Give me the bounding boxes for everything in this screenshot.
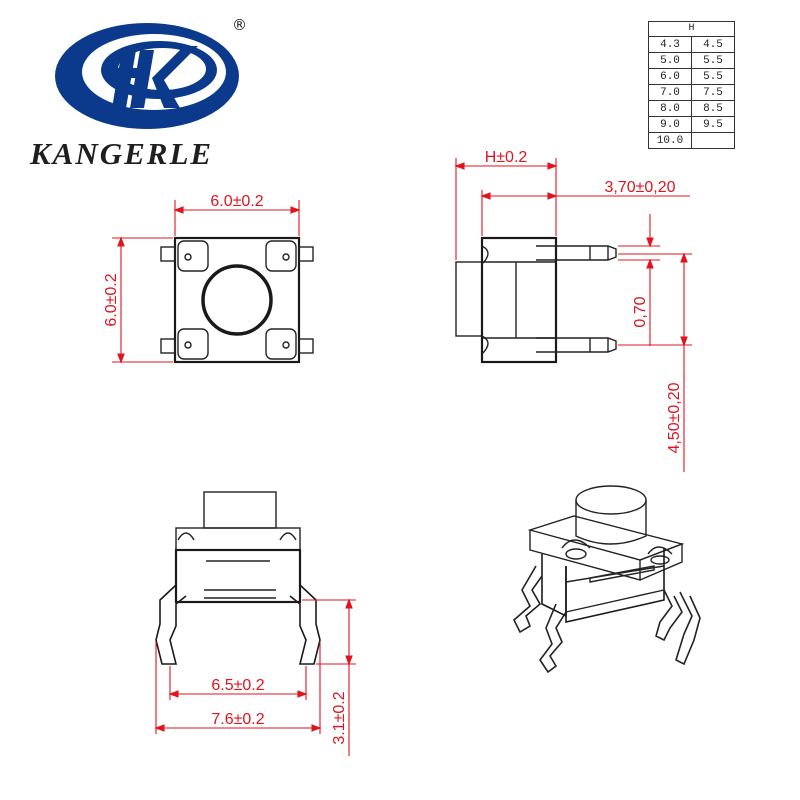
top-view-pin [160, 338, 176, 354]
front-right-leg [289, 584, 321, 665]
pin-width-label: 0,70 [632, 296, 649, 327]
corner-pad-dot [184, 341, 192, 349]
iso-actuator [575, 500, 647, 545]
pin-pitch-label: 4,50±0,20 [666, 382, 683, 453]
side-view: H±0.2 3,70±0,20 0,70 [454, 149, 692, 472]
corner-pad-dot [184, 253, 192, 261]
top-view: 6.0±0.2 6.0±0.2 [103, 193, 314, 364]
top-width-label: 6.0±0.2 [210, 193, 263, 210]
corner-pad [265, 328, 297, 360]
front-view: 3.1±0.2 6.5±0.2 7.6±0.2 [154, 491, 356, 756]
side-pin-top [536, 245, 617, 261]
corner-pad-dot [282, 253, 290, 261]
front-left-leg [155, 584, 187, 665]
top-view-pin [160, 246, 176, 262]
kangerle-logo-icon [55, 23, 239, 129]
height-table: H 4.3 4.5 5.0 5.5 6.0 5.5 7.0 7.5 8.0 8.… [648, 21, 735, 149]
top-height-label: 6.0±0.2 [103, 273, 120, 326]
corner-pad [265, 240, 297, 272]
side-offset-label: 3,70±0,20 [604, 179, 675, 196]
iso-leg [675, 591, 701, 666]
height-cell: 9.5 [691, 116, 735, 133]
side-view-actuator [455, 261, 483, 337]
height-cell: 10.0 [648, 132, 692, 149]
pin-length-label: 3.1±0.2 [331, 691, 348, 744]
height-cell [691, 132, 735, 149]
outer-span-label: 7.6±0.2 [211, 711, 264, 728]
top-view-actuator [201, 264, 273, 336]
iso-leg [655, 589, 683, 642]
isometric-view [513, 485, 701, 674]
top-view-body [173, 236, 301, 364]
iso-leg [513, 565, 543, 634]
height-cell: 8.5 [691, 100, 735, 117]
corner-pad [177, 328, 209, 360]
side-view-body [480, 236, 558, 364]
height-cell: 8.0 [648, 100, 692, 117]
top-view-pin [298, 246, 314, 262]
side-pin-bottom [536, 337, 617, 353]
front-view-actuator [203, 491, 277, 529]
height-cell: 4.3 [648, 36, 692, 53]
iso-body [541, 554, 567, 618]
front-view-body [174, 548, 302, 604]
inner-span-label: 6.5±0.2 [211, 677, 264, 694]
side-height-label: H±0.2 [485, 149, 528, 166]
iso-leg [539, 603, 567, 674]
brand-name: KANGERLE [30, 136, 214, 171]
corner-pad-dot [282, 341, 290, 349]
corner-pad [177, 240, 209, 272]
top-view-pin [298, 338, 314, 354]
registered-mark: ® [232, 16, 247, 34]
